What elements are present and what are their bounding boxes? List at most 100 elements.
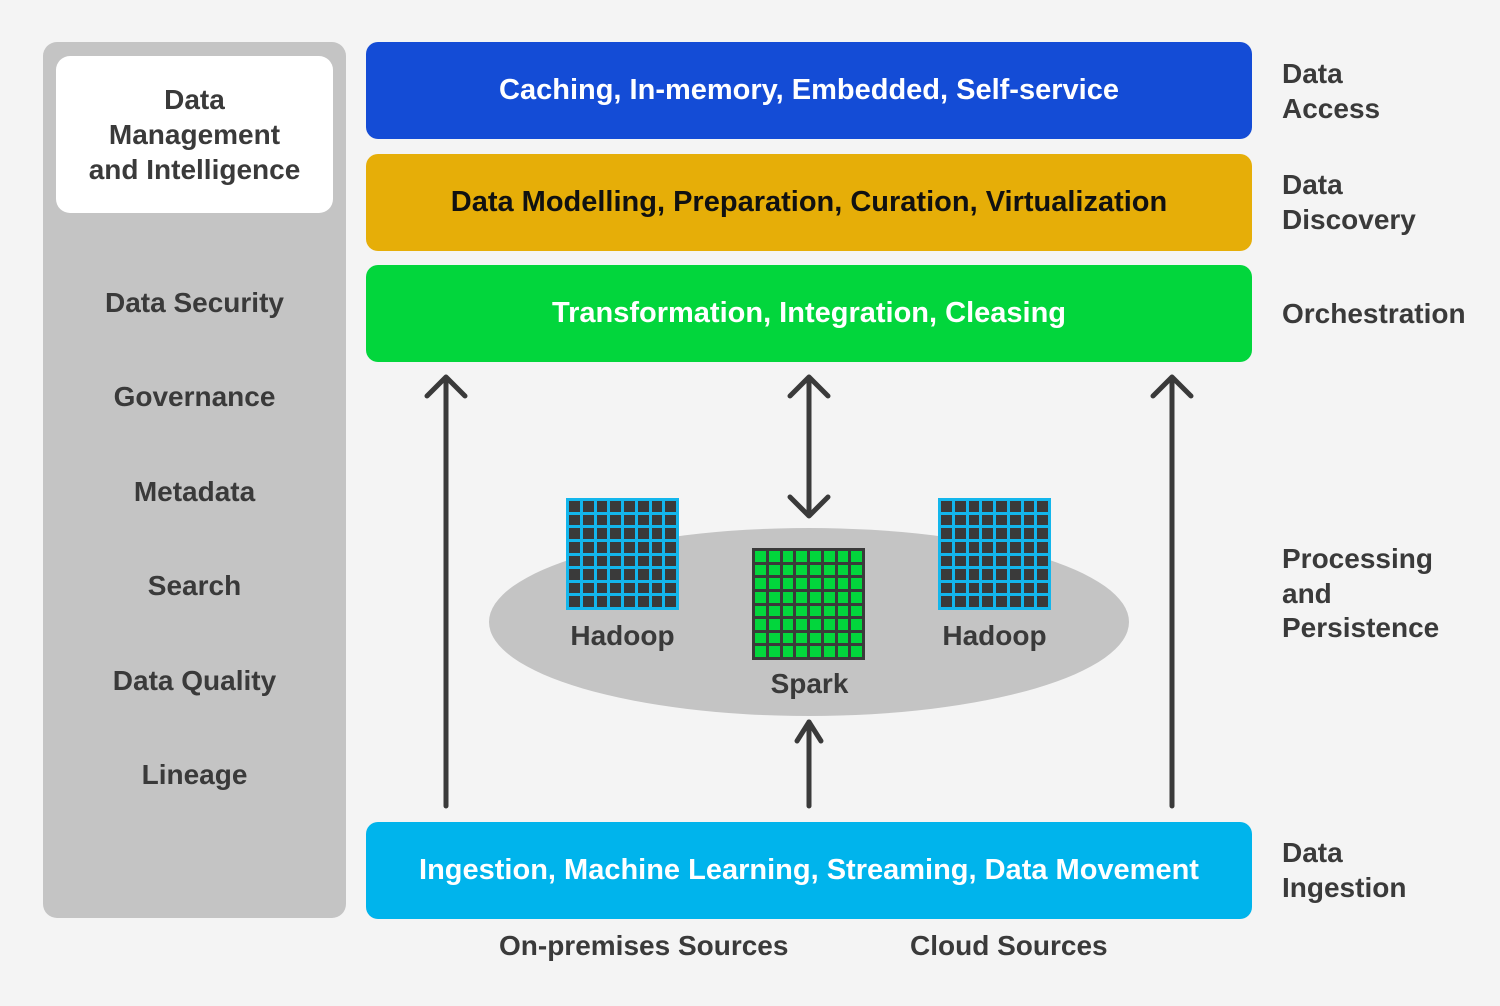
grid-cell <box>982 555 993 567</box>
side-label-line: Discovery <box>1282 203 1416 235</box>
grid-cell <box>796 564 807 576</box>
grid-cell <box>665 596 676 607</box>
grid-cell <box>996 541 1007 553</box>
grid-cell <box>610 541 621 553</box>
grid-cell <box>582 596 594 607</box>
grid-cell <box>796 591 807 603</box>
grid-cell <box>941 514 952 526</box>
grid-cell <box>837 632 849 644</box>
grid-cell <box>651 596 663 607</box>
grid-cell <box>755 551 766 562</box>
sidebar-title-line-3: and Intelligence <box>88 154 301 185</box>
grid-cell <box>665 582 676 594</box>
sidebar-title-line-1: Data <box>164 84 225 115</box>
grid-cell <box>582 569 594 580</box>
grid-cell <box>941 541 952 553</box>
grid-cell <box>582 501 594 512</box>
hadoop-right-label: Hadoop <box>942 620 1047 651</box>
side-label-line: Data <box>1282 58 1343 89</box>
grid-cell <box>968 514 980 526</box>
grid-cell <box>1037 501 1048 512</box>
grid-cell <box>651 528 663 539</box>
orchestration-layer: Transformation, Integration, Cleasing <box>366 265 1252 362</box>
grid-cell <box>610 555 621 567</box>
grid-cell <box>1037 514 1048 526</box>
grid-cell <box>624 555 635 567</box>
grid-cell <box>569 555 580 567</box>
grid-cell <box>637 555 649 567</box>
grid-cell <box>810 591 821 603</box>
grid-cell <box>1037 596 1048 607</box>
grid-cell <box>941 528 952 539</box>
grid-cell <box>823 591 835 603</box>
grid-cell <box>1037 569 1048 580</box>
hadoop-left-label: Hadoop <box>570 620 675 651</box>
data-access-layer-text: Caching, In-memory, Embedded, Self-servi… <box>499 74 1119 106</box>
sidebar-item-data-quality: Data Quality <box>112 665 277 696</box>
grid-cell <box>954 541 966 553</box>
grid-cell <box>596 541 608 553</box>
grid-cell <box>954 555 966 567</box>
grid-cell <box>823 632 835 644</box>
grid-cell <box>755 619 766 630</box>
grid-cell <box>837 646 849 657</box>
grid-cell <box>796 632 807 644</box>
ingest-to-processing-arrow <box>794 719 824 809</box>
grid-cell <box>810 578 821 589</box>
grid-cell <box>768 578 780 589</box>
grid-cell <box>782 632 794 644</box>
grid-cell <box>810 619 821 630</box>
grid-cell <box>996 514 1007 526</box>
grid-cell <box>1009 541 1021 553</box>
grid-cell <box>954 528 966 539</box>
grid-cell <box>968 555 980 567</box>
grid-cell <box>996 582 1007 594</box>
ingest-to-orchestration-right-arrow <box>1150 374 1194 809</box>
grid-cell <box>782 605 794 617</box>
grid-cell <box>782 591 794 603</box>
sidebar-item-governance: Governance <box>113 381 276 412</box>
grid-cell <box>968 528 980 539</box>
grid-cell <box>596 596 608 607</box>
grid-cell <box>982 501 993 512</box>
grid-cell <box>637 582 649 594</box>
grid-cell <box>1023 582 1035 594</box>
sidebar-item-lineage: Lineage <box>141 759 248 790</box>
grid-cell <box>665 501 676 512</box>
sidebar-item-search: Search <box>147 570 242 601</box>
spark-grid-icon <box>752 548 865 660</box>
grid-cell <box>810 632 821 644</box>
grid-cell <box>782 564 794 576</box>
grid-cell <box>596 528 608 539</box>
grid-cell <box>954 514 966 526</box>
grid-cell <box>569 514 580 526</box>
grid-cell <box>637 528 649 539</box>
grid-cell <box>637 596 649 607</box>
grid-cell <box>610 514 621 526</box>
grid-cell <box>665 569 676 580</box>
grid-cell <box>755 564 766 576</box>
data-ingestion-layer-text: Ingestion, Machine Learning, Streaming, … <box>419 854 1199 886</box>
grid-cell <box>823 564 835 576</box>
grid-cell <box>851 564 862 576</box>
grid-cell <box>954 501 966 512</box>
grid-cell <box>610 582 621 594</box>
grid-cell <box>782 551 794 562</box>
grid-cell <box>665 541 676 553</box>
grid-cell <box>837 619 849 630</box>
grid-cell <box>596 582 608 594</box>
grid-cell <box>1009 582 1021 594</box>
grid-cell <box>610 596 621 607</box>
grid-cell <box>610 569 621 580</box>
spark-label: Spark <box>770 668 849 699</box>
grid-cell <box>755 632 766 644</box>
grid-cell <box>837 605 849 617</box>
grid-cell <box>996 596 1007 607</box>
sidebar-item-metadata: Metadata <box>133 476 256 507</box>
grid-cell <box>582 528 594 539</box>
grid-cell <box>954 596 966 607</box>
grid-cell <box>823 578 835 589</box>
grid-cell <box>837 564 849 576</box>
grid-cell <box>1009 501 1021 512</box>
grid-cell <box>782 578 794 589</box>
